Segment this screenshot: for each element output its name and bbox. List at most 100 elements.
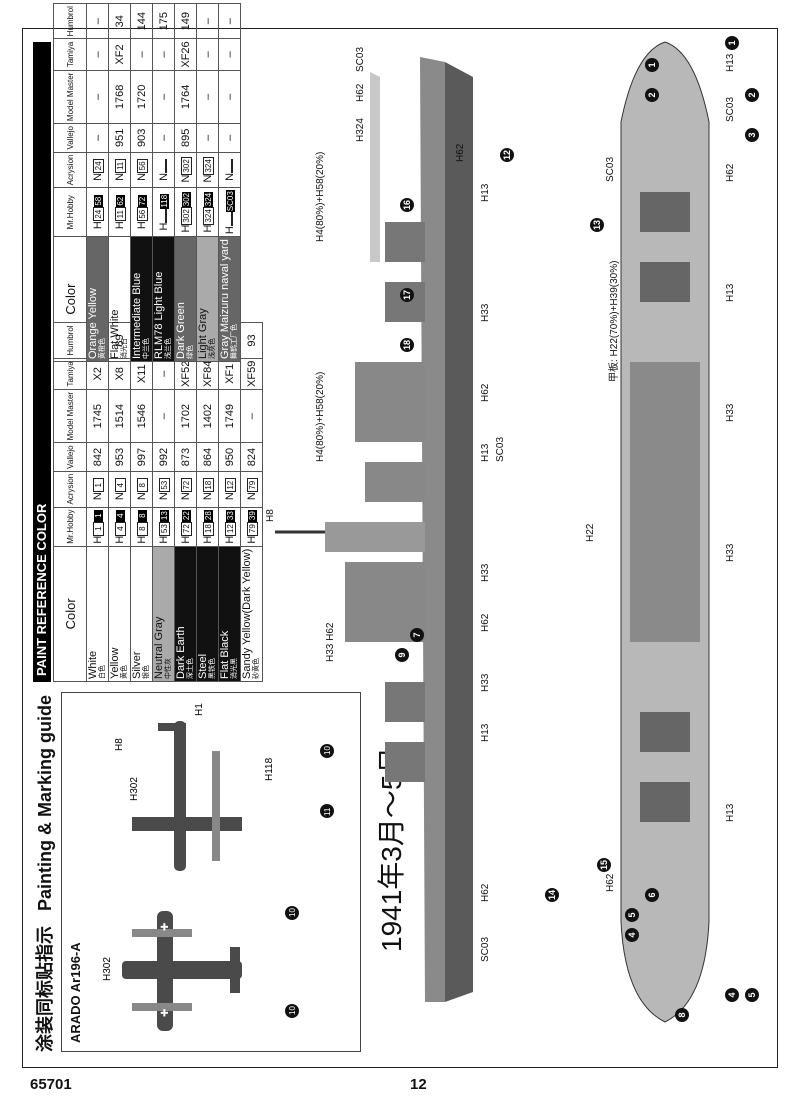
rotated-sheet: 涂装同标贴指示 Painting & Marking guide ARADO A…	[25, 3, 765, 1062]
label-deck-h13: H13	[725, 283, 736, 302]
marker-1: 1	[645, 58, 659, 72]
label-h33: H33	[480, 563, 491, 582]
label-deck-mix: 甲板: H22(70%)+H39(30%)	[609, 260, 620, 382]
marker-3: 3	[745, 128, 759, 142]
turret-top	[640, 262, 690, 302]
marker-16: 16	[400, 198, 414, 212]
turret	[385, 742, 425, 782]
label-deck-h33: H33	[725, 403, 736, 422]
marker-12: 12	[500, 148, 514, 162]
label-h302: H302	[102, 957, 113, 981]
label-deck-h62: H62	[725, 163, 736, 182]
marker-7: 7	[410, 628, 424, 642]
page-frame	[22, 28, 778, 1068]
label-h324: H324	[355, 118, 366, 142]
page-footer: 65701 12	[0, 1074, 800, 1098]
label-sc03: SC03	[480, 936, 491, 962]
marker-11	[320, 804, 334, 818]
aircraft-side-view	[132, 721, 242, 871]
label-h118: H118	[264, 757, 275, 781]
marker-15: 15	[597, 858, 611, 872]
marker-4: 4	[725, 988, 739, 1002]
label-h62: H62	[480, 883, 491, 902]
label-sc03: SC03	[355, 46, 366, 72]
label-deck-h13: H13	[725, 53, 736, 72]
label-h8: H8	[114, 738, 125, 751]
turret-top	[640, 712, 690, 752]
label-deck-h22: H22	[585, 523, 596, 542]
label-h62: H62	[480, 613, 491, 632]
label-h8: H8	[265, 509, 276, 522]
marker-18: 18	[400, 338, 414, 352]
hull-upper	[420, 57, 445, 1002]
marker-10	[285, 906, 299, 920]
funnel	[365, 462, 425, 502]
label-sc03: SC03	[495, 436, 506, 462]
hull-lower	[445, 62, 473, 1002]
marker-6: 6	[645, 888, 659, 902]
label-h33: H33	[480, 673, 491, 692]
label-h13: H13	[480, 183, 491, 202]
label-deck-sc03: SC03	[725, 96, 736, 122]
label-h62: H62	[355, 83, 366, 102]
marker-2: 2	[645, 88, 659, 102]
cross-marking: ✚	[160, 1009, 171, 1017]
aircraft-panel: ARADO Ar196-A ✚ ✚ H302 10 10	[61, 692, 361, 1052]
float	[132, 1003, 192, 1011]
label-deck-h62: H62	[605, 873, 616, 892]
marker-13: 13	[590, 218, 604, 232]
cross-marking: ✚	[160, 923, 171, 931]
tower	[325, 522, 425, 552]
turret	[385, 282, 425, 322]
marker-9: 9	[395, 648, 409, 662]
marker-11-label: 11	[323, 807, 332, 816]
marker-5: 5	[625, 908, 639, 922]
label-mix-b: H4(80%)+H58(20%)	[315, 151, 326, 242]
superstructure	[355, 362, 425, 442]
marker-10	[320, 744, 334, 758]
turret-top	[640, 782, 690, 822]
fuselage-side	[174, 721, 186, 871]
label-h1: H1	[194, 703, 205, 716]
turret	[385, 222, 425, 262]
fuselage	[122, 961, 242, 979]
ship-side-profile	[275, 57, 473, 1002]
superstructure-top	[630, 362, 700, 642]
label-deck-h13: H13	[725, 803, 736, 822]
label-deck-h33: H33	[725, 543, 736, 562]
ship-deck-plan	[620, 41, 710, 1023]
ship-silhouette	[370, 72, 380, 262]
label-mix-a: H4(80%)+H58(20%)	[315, 371, 326, 462]
marker-14: 14	[545, 888, 559, 902]
label-deck-sc03: SC03	[605, 156, 616, 182]
label-h13: H13	[480, 723, 491, 742]
label-h33: H33	[480, 303, 491, 322]
label-h302: H302	[129, 777, 140, 801]
marker-10-label: 10	[323, 746, 332, 755]
marker-4: 4	[625, 928, 639, 942]
tailplane	[230, 947, 240, 993]
marker-5: 5	[745, 988, 759, 1002]
float-side	[212, 751, 220, 861]
marker-8: 8	[675, 1008, 689, 1022]
marker-2: 2	[745, 88, 759, 102]
turret	[385, 682, 425, 722]
label-h33-h62: H33 H62	[325, 622, 336, 662]
label-h62: H62	[455, 143, 466, 162]
marker-10	[285, 1004, 299, 1018]
turret-top	[640, 192, 690, 232]
silhouette-hull	[370, 72, 380, 262]
marker-10-label: 10	[288, 1006, 297, 1015]
marker-1: 1	[725, 36, 739, 50]
tail-fin	[158, 723, 186, 731]
float	[132, 929, 192, 937]
aircraft-illustrations: ✚ ✚ H302 10 10 H8 H302 H1 H118 11 10	[102, 703, 334, 1031]
model-number: 65701	[30, 1076, 72, 1093]
label-h62: H62	[480, 383, 491, 402]
aircraft-top-view: ✚ ✚	[122, 911, 242, 1031]
superstructure	[345, 562, 425, 642]
page-number: 12	[410, 1076, 427, 1093]
ship-drawings	[275, 41, 710, 1023]
marker-17: 17	[400, 288, 414, 302]
label-h13: H13	[480, 443, 491, 462]
